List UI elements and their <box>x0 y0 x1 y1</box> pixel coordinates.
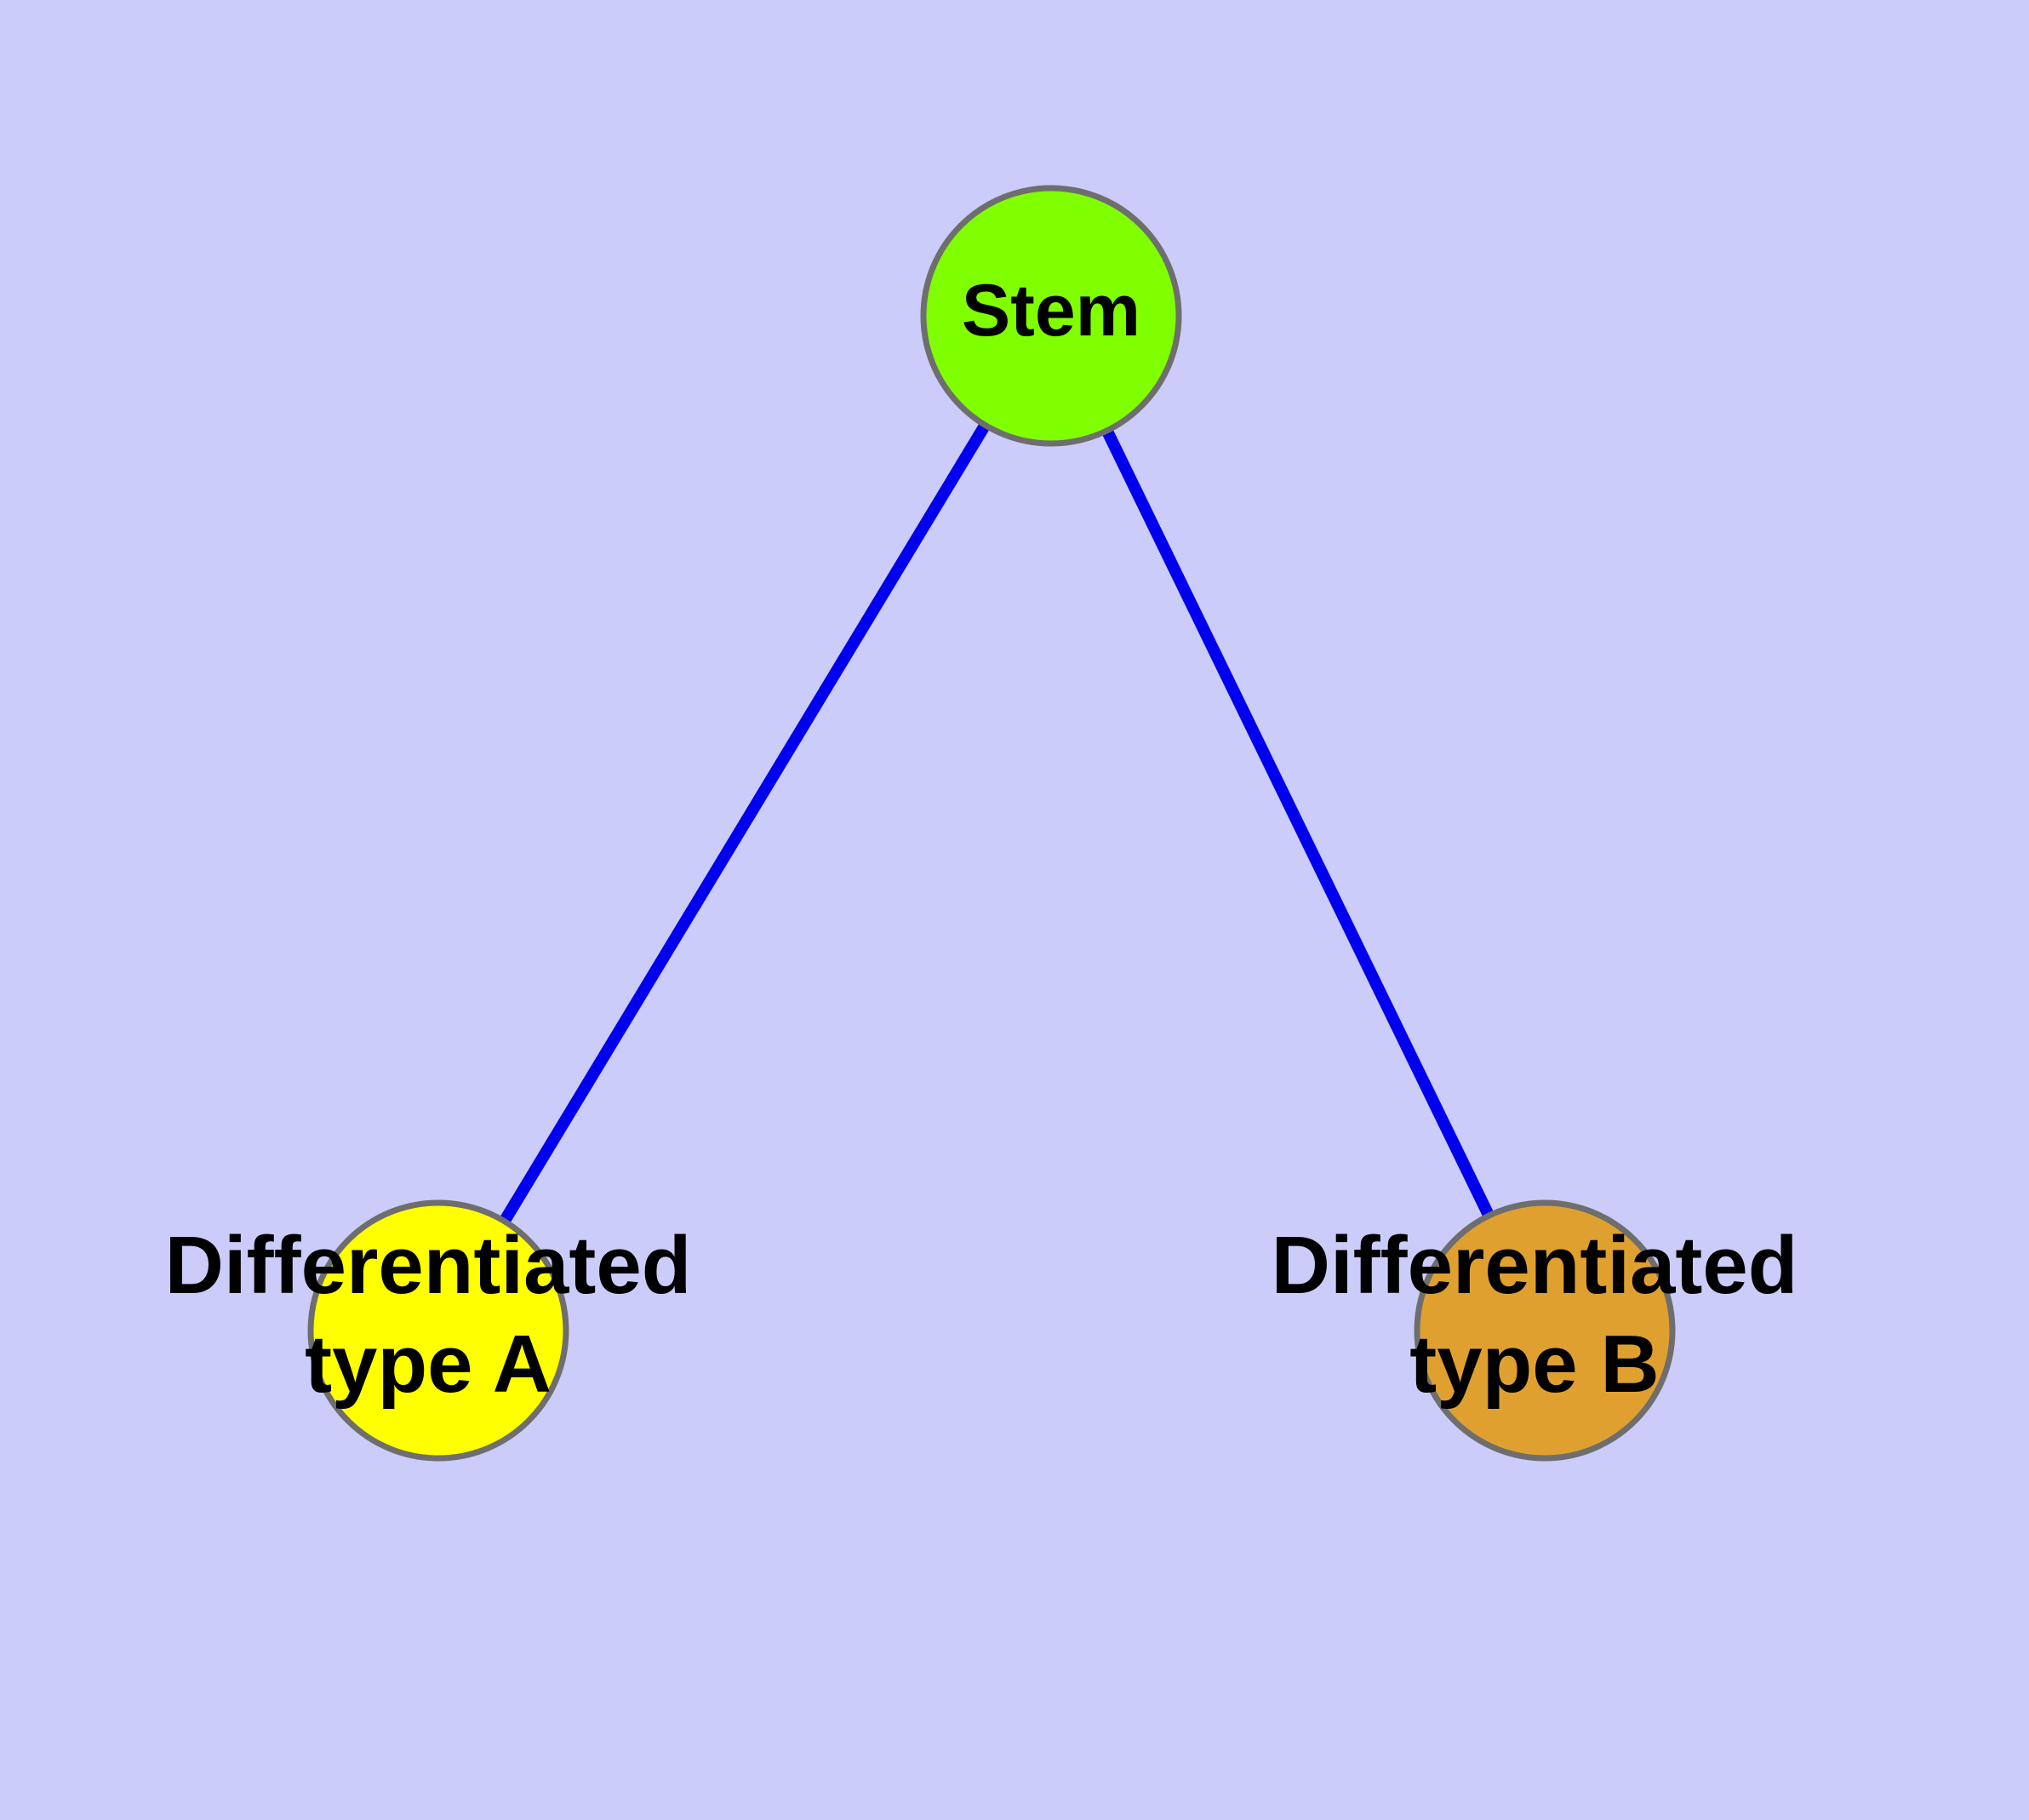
label-line: Stem <box>962 270 1140 352</box>
label-line: Differentiated <box>165 1220 692 1311</box>
node-stem-circle[interactable] <box>920 185 1182 447</box>
edge-layer <box>433 312 1551 1334</box>
node-differentiated-type-b[interactable] <box>1414 1199 1676 1462</box>
node-stem[interactable] <box>920 185 1182 447</box>
node-stem-label: Stem <box>962 270 1140 352</box>
node-layer <box>307 185 1676 1462</box>
node-differentiated-type-a-circle[interactable] <box>307 1199 569 1462</box>
label-line: type A <box>305 1319 552 1410</box>
edge-stem-to-type-a[interactable] <box>433 312 1056 1334</box>
label-line: Differentiated <box>1272 1220 1798 1311</box>
label-line: type B <box>1409 1319 1659 1410</box>
edge-stem-to-type-b[interactable] <box>1045 312 1551 1334</box>
node-differentiated-type-a[interactable] <box>307 1199 569 1462</box>
node-differentiated-type-b-circle[interactable] <box>1414 1199 1676 1462</box>
